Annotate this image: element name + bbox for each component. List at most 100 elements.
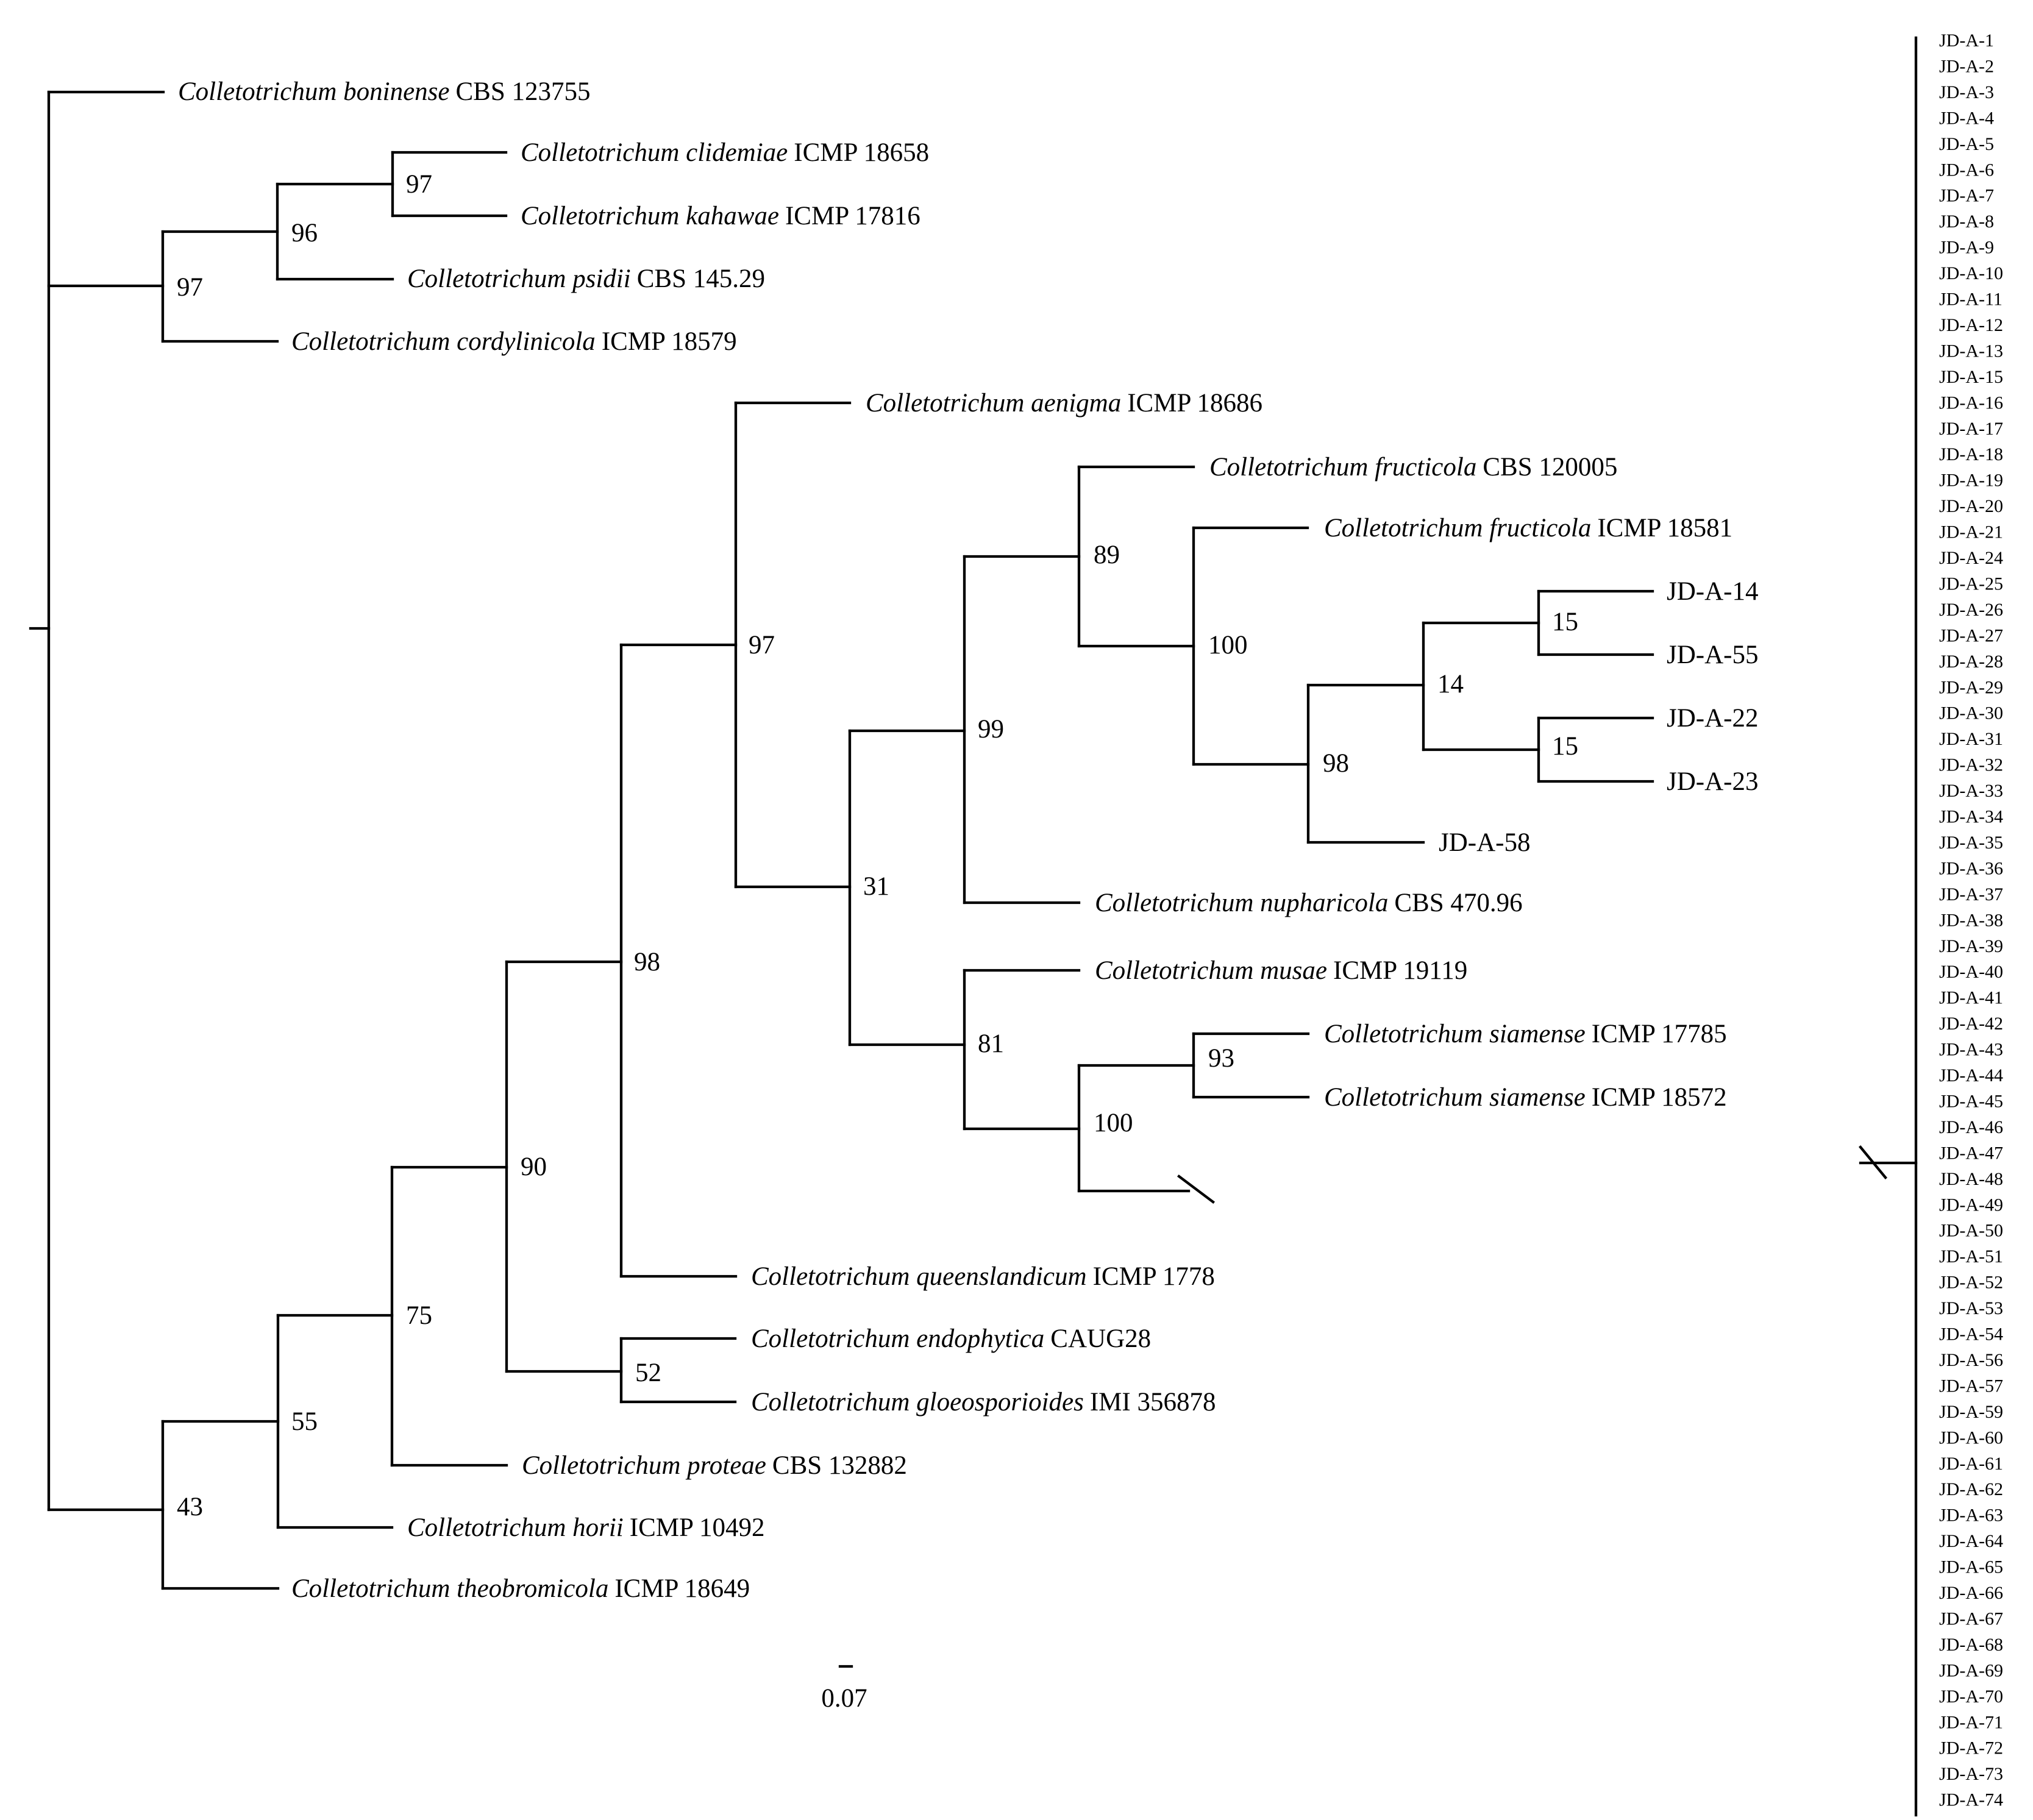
clade-member-label: JD-A-39 xyxy=(1939,936,2003,956)
support-value: 55 xyxy=(291,1407,318,1436)
clade-member-label: JD-A-37 xyxy=(1939,884,2003,905)
taxon-label: JD-A-14 xyxy=(1667,577,1758,606)
support-value: 52 xyxy=(635,1359,661,1387)
support-value: 98 xyxy=(634,948,660,976)
taxon-label: JD-A-55 xyxy=(1667,641,1758,669)
support-value: 93 xyxy=(1208,1044,1234,1073)
clade-member-label: JD-A-7 xyxy=(1939,186,1994,206)
support-value: 14 xyxy=(1437,670,1464,698)
clade-member-label: JD-A-38 xyxy=(1939,910,2003,930)
clade-member-label: JD-A-30 xyxy=(1939,703,2003,723)
clade-member-label: JD-A-60 xyxy=(1939,1427,2003,1448)
support-value: 43 xyxy=(177,1493,203,1521)
clade-member-label: JD-A-54 xyxy=(1939,1324,2003,1345)
clade-member-label: JD-A-48 xyxy=(1939,1169,2003,1189)
support-value: 97 xyxy=(177,273,203,302)
clade-member-label: JD-A-50 xyxy=(1939,1221,2003,1241)
support-value: 90 xyxy=(521,1153,547,1181)
clade-member-label: JD-A-4 xyxy=(1939,108,1994,128)
clade-member-label: JD-A-29 xyxy=(1939,677,2003,697)
clade-member-label: JD-A-42 xyxy=(1939,1014,2003,1034)
taxon-label: JD-A-58 xyxy=(1439,828,1530,857)
clade-member-label: JD-A-35 xyxy=(1939,833,2003,853)
clade-member-label: JD-A-41 xyxy=(1939,988,2003,1008)
clade-member-label: JD-A-21 xyxy=(1939,522,2003,542)
clade-member-label: JD-A-13 xyxy=(1939,341,2003,361)
clade-member-label: JD-A-67 xyxy=(1939,1609,2003,1629)
support-value: 31 xyxy=(863,872,889,901)
clade-member-label: JD-A-40 xyxy=(1939,962,2003,982)
clade-member-label: JD-A-26 xyxy=(1939,600,2003,620)
clade-member-label: JD-A-61 xyxy=(1939,1454,2003,1474)
clade-member-label: JD-A-34 xyxy=(1939,807,2003,827)
clade-member-label: JD-A-36 xyxy=(1939,858,2003,878)
clade-member-label: JD-A-17 xyxy=(1939,419,2003,439)
clade-member-label: JD-A-2 xyxy=(1939,57,1994,77)
clade-member-label: JD-A-24 xyxy=(1939,548,2003,568)
clade-member-label: JD-A-53 xyxy=(1939,1298,2003,1318)
scale-bar-label: 0.07 xyxy=(821,1684,867,1713)
clade-member-label: JD-A-64 xyxy=(1939,1531,2003,1551)
clade-member-label: JD-A-47 xyxy=(1939,1143,2003,1163)
support-value: 81 xyxy=(978,1029,1004,1058)
clade-member-label: JD-A-71 xyxy=(1939,1712,2003,1732)
taxon-label: JD-A-23 xyxy=(1667,767,1758,796)
clade-member-label: JD-A-57 xyxy=(1939,1376,2003,1396)
clade-member-label: JD-A-66 xyxy=(1939,1583,2003,1603)
clade-member-label: JD-A-65 xyxy=(1939,1557,2003,1577)
support-value: 15 xyxy=(1552,608,1578,636)
clade-member-label: JD-A-25 xyxy=(1939,574,2003,594)
clade-member-label: JD-A-32 xyxy=(1939,755,2003,775)
taxon-label: JD-A-22 xyxy=(1667,704,1758,733)
clade-member-label: JD-A-10 xyxy=(1939,263,2003,283)
clade-member-label: JD-A-8 xyxy=(1939,212,1994,232)
clade-member-label: JD-A-9 xyxy=(1939,238,1994,258)
clade-member-label: JD-A-31 xyxy=(1939,729,2003,749)
clade-member-label: JD-A-73 xyxy=(1939,1764,2003,1784)
clade-member-label: JD-A-1 xyxy=(1939,30,1994,51)
clade-member-label: JD-A-33 xyxy=(1939,781,2003,801)
support-value: 75 xyxy=(406,1301,432,1330)
clade-member-label: JD-A-28 xyxy=(1939,652,2003,672)
clade-member-label: JD-A-12 xyxy=(1939,315,2003,335)
support-value: 96 xyxy=(291,219,318,247)
clade-member-label: JD-A-51 xyxy=(1939,1246,2003,1267)
clade-member-label: JD-A-20 xyxy=(1939,496,2003,516)
clade-member-label: JD-A-15 xyxy=(1939,367,2003,387)
clade-member-label: JD-A-5 xyxy=(1939,134,1994,154)
collapsed-clade-list: JD-A-1JD-A-2JD-A-3JD-A-4JD-A-5JD-A-6JD-A… xyxy=(1939,30,2003,1810)
clade-member-label: JD-A-19 xyxy=(1939,471,2003,491)
support-value: 97 xyxy=(749,631,775,659)
clade-member-label: JD-A-27 xyxy=(1939,625,2003,645)
clade-member-label: JD-A-56 xyxy=(1939,1350,2003,1370)
support-values: 97 96 97 97 89 100 98 14 15 15 99 31 81 … xyxy=(177,170,1578,1521)
support-value: 100 xyxy=(1208,631,1248,659)
clade-member-label: JD-A-18 xyxy=(1939,444,2003,464)
clade-member-label: JD-A-69 xyxy=(1939,1660,2003,1680)
clade-member-label: JD-A-52 xyxy=(1939,1273,2003,1293)
clade-member-label: JD-A-6 xyxy=(1939,160,1994,180)
support-value: 98 xyxy=(1323,749,1349,778)
support-value: 100 xyxy=(1094,1109,1133,1137)
clade-member-label: JD-A-16 xyxy=(1939,393,2003,413)
clade-member-label: JD-A-45 xyxy=(1939,1092,2003,1112)
clade-member-label: JD-A-49 xyxy=(1939,1195,2003,1215)
clade-member-label: JD-A-68 xyxy=(1939,1635,2003,1655)
